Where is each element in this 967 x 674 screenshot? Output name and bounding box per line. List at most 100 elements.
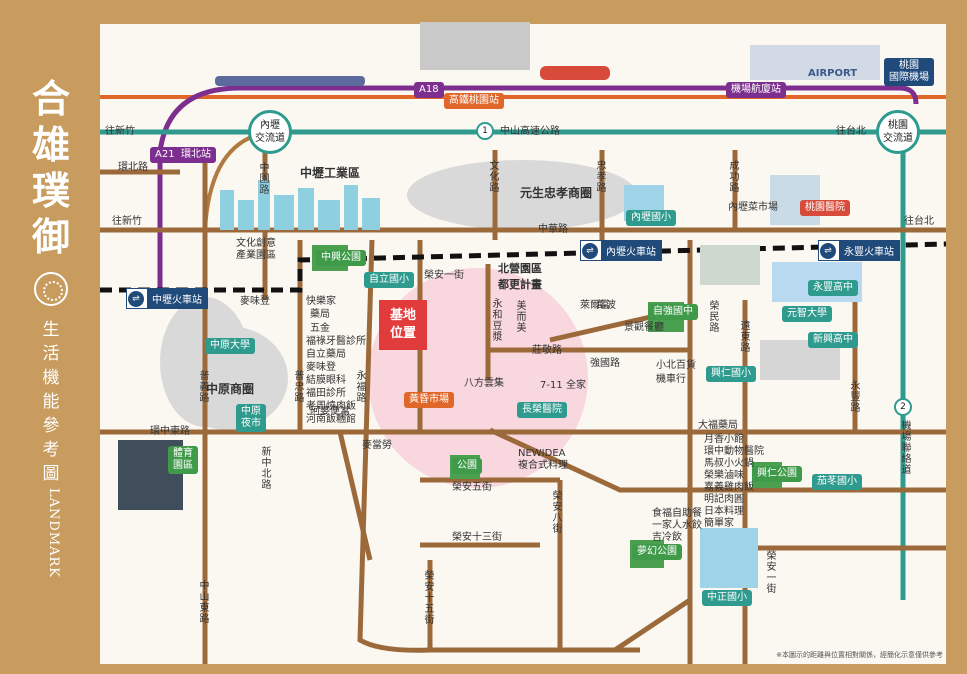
road-label: 榮安十五街 <box>422 570 433 625</box>
metro-train <box>215 76 365 86</box>
huanbei-station[interactable]: 環北站 <box>176 147 216 163</box>
qiedong-school[interactable]: 茄苳國小 <box>812 474 862 490</box>
changrong-hospital[interactable]: 長榮醫院 <box>517 402 567 418</box>
train-icon: ⇌ <box>128 290 144 307</box>
poi-dumpling: 一家人水餃 <box>652 520 702 531</box>
brand-char: 御 <box>31 214 70 259</box>
yongfeng-high[interactable]: 永豐高中 <box>808 280 858 296</box>
poi-mwd: 麥味登 <box>240 296 270 307</box>
subtitle-char: 機 <box>42 368 60 388</box>
poi-scooter: 機車行 <box>656 374 686 385</box>
beiying-line: 北營園區 <box>498 262 542 275</box>
road-label: 榮安五街 <box>452 482 492 493</box>
ziqiang-junior-high[interactable]: 自強國中 <box>648 304 698 320</box>
xinxing-high[interactable]: 新興高中 <box>808 332 858 348</box>
interchange-line: 交流道 <box>255 133 285 144</box>
night-line: 中原 <box>241 406 261 417</box>
poi-buffet: 食福自助餐 <box>652 508 702 519</box>
road-label: 忠孝路 <box>594 160 605 193</box>
road-label: 中園路 <box>257 162 268 195</box>
xingren-park[interactable]: 興仁公園 <box>752 466 802 482</box>
poi-mwd-2: 麥味登 <box>306 362 336 373</box>
evening-market[interactable]: 黃昏市場 <box>404 392 454 408</box>
station-name: 中壢火車站 <box>147 289 207 308</box>
poi-dafu: 大福藥局 <box>698 420 738 431</box>
road-label: 往台北 <box>904 216 934 227</box>
taoyuan-hospital[interactable]: 桃園醫院 <box>800 200 850 216</box>
neili-school[interactable]: 內壢國小 <box>626 210 676 226</box>
freeway-to-hsinchu: 往新竹 <box>105 126 135 137</box>
taoyuan-interchange[interactable]: 桃園交流道 <box>876 110 920 154</box>
train-icon: ⇌ <box>820 242 836 259</box>
menghuan-park[interactable]: 夢幻公園 <box>632 544 682 560</box>
interchange-line: 內壢 <box>260 120 280 131</box>
zhongyuan-night-market[interactable]: 中原夜市 <box>236 404 266 432</box>
neili-station-tag[interactable]: ⇌內壢火車站 <box>580 240 662 261</box>
base-line: 基地 <box>389 308 416 323</box>
road-label: 中山東路 <box>197 580 208 624</box>
industrial-zone-label: 中壢工業區 <box>300 166 361 180</box>
metro-station-a21[interactable]: A21 <box>150 147 180 163</box>
zhongxing-park[interactable]: 中興公園 <box>316 250 366 266</box>
road-label: 普忠路 <box>292 370 303 403</box>
poi-vet: 環中動物醫院 <box>704 446 764 457</box>
zili-school[interactable]: 自立國小 <box>364 272 414 288</box>
poi-chicken-rice: 嘉義雞肉飯 <box>704 482 754 493</box>
road-label: 成功路 <box>727 160 738 193</box>
expressway-name: 機場聯絡道 <box>899 420 910 475</box>
subtitle-char: 活 <box>42 344 60 364</box>
zhongzheng-school-tag[interactable]: 中正國小 <box>702 590 752 606</box>
road-label: 遠東路 <box>738 320 749 353</box>
road-label: 莊敬路 <box>532 345 562 356</box>
zhongli-station-tag[interactable]: ⇌中壢火車站 <box>126 288 208 309</box>
poi-bafang: 八方雲集 <box>464 378 504 389</box>
poi-japanese: 日本料理 <box>704 506 744 517</box>
road-label: 榮安一街 <box>764 550 775 594</box>
airport-name: 桃園 國際機場 <box>884 58 934 86</box>
interchange-line: 桃園 <box>888 120 908 131</box>
road-label: 榮安十三街 <box>452 532 502 543</box>
cultural-line: 文化創意 <box>236 238 276 249</box>
brand-seal-icon <box>34 272 68 306</box>
yuansheng-label: 元生忠孝商圈 <box>520 186 593 200</box>
sports-park[interactable]: 體育園區 <box>168 446 198 474</box>
subtitle-char: 參 <box>42 416 60 436</box>
airport-sign: AIRPORT <box>808 68 858 79</box>
poi-mingji: 明記肉圓 <box>704 494 744 505</box>
subtitle-char: 能 <box>42 392 60 412</box>
road-label: 強國路 <box>590 358 620 369</box>
beiying-line: 都更計畫 <box>498 278 542 291</box>
poi-dental: 福祿牙醫診所 <box>306 336 366 347</box>
base-line: 位置 <box>389 326 416 341</box>
hsr-station-building <box>420 22 530 70</box>
footnote: ※本圖示的距離與位置相對關係，經簡化示意僅供參考 <box>776 651 943 659</box>
neili-interchange[interactable]: 內壢交流道 <box>248 110 292 154</box>
poi-711: 7-11 <box>540 380 563 391</box>
community-park[interactable]: 公園 <box>452 458 482 474</box>
road-label: 環北路 <box>118 162 148 173</box>
yongfeng-station-tag[interactable]: ⇌永豐火車站 <box>818 240 900 261</box>
road-label: 往新竹 <box>112 216 142 227</box>
xingren-school[interactable]: 興仁國小 <box>706 366 756 382</box>
freeway-number-icon: 1 <box>476 122 494 140</box>
train-icon: ⇌ <box>582 242 598 259</box>
airport-terminal-station[interactable]: 機場航廈站 <box>726 82 786 98</box>
poi-zili-pharmacy: 自立藥局 <box>306 349 346 360</box>
hsr-taoyuan-station[interactable]: 高鐵桃園站 <box>444 93 504 109</box>
base-site-marker[interactable]: 基地位置 <box>379 300 427 350</box>
poi-braised: 榮樂滷味 <box>704 470 744 481</box>
airport-terminal <box>750 45 880 80</box>
zhongyuan-university[interactable]: 中原大學 <box>205 338 255 354</box>
brand-char: 合 <box>31 76 70 121</box>
industrial-skyline <box>220 180 380 230</box>
yuansheng-district <box>407 160 637 230</box>
metro-station-a18[interactable]: A18 <box>414 82 444 98</box>
yuanze-university[interactable]: 元智大學 <box>782 306 832 322</box>
poi-eye-clinic: 結膜眼科 <box>306 375 346 386</box>
brand-char: 璞 <box>31 168 70 213</box>
farglory-building <box>700 245 760 285</box>
sports-line: 園區 <box>173 460 193 471</box>
road-label: 文化路 <box>487 160 498 193</box>
interchange-line: 交流道 <box>883 133 913 144</box>
